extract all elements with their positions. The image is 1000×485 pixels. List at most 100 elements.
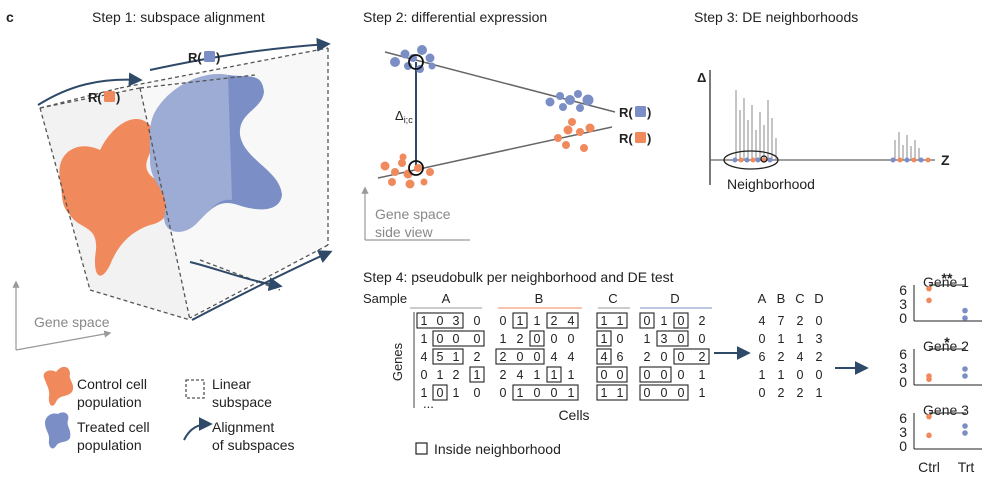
count-cell: 0 [601, 368, 608, 382]
de-spikes [735, 90, 920, 160]
panel-letter: c [6, 9, 14, 25]
r-treated-label: R( [188, 50, 202, 65]
gene-test-title: Gene 2 [923, 338, 969, 354]
pseudobulk-cell: 1 [816, 386, 823, 400]
count-cell: 0 [453, 332, 460, 346]
count-cell: 2 [474, 350, 481, 364]
neighborhood-label: Neighborhood [727, 176, 815, 192]
count-cell: 0 [517, 350, 524, 364]
trt-point [962, 366, 968, 372]
pseudobulk-cell: 2 [797, 314, 804, 328]
count-cell: 0 [421, 368, 428, 382]
neighborhood-box [432, 384, 448, 401]
test-tick-label: 0 [899, 374, 907, 390]
legend-align-2: of subspaces [212, 437, 295, 453]
pseudobulk-header: D [814, 291, 823, 306]
count-cell: 0 [568, 332, 575, 346]
neighborhood-ellipse [723, 150, 779, 170]
count-cell: 0 [678, 368, 685, 382]
neighborhood-box [432, 348, 464, 365]
pseudobulk-header: C [795, 291, 804, 306]
count-cell: 0 [678, 386, 685, 400]
z-dots [732, 157, 931, 163]
legend-control-2: population [77, 394, 142, 410]
step1-title: Step 1: subspace alignment [92, 9, 265, 25]
ctrl-point [926, 413, 932, 420]
count-cell: 4 [568, 314, 575, 328]
pseudobulk-cell: 7 [778, 314, 785, 328]
neighborhood-box [639, 366, 672, 383]
sample-header-a: A [442, 291, 451, 306]
count-cell: 0 [437, 314, 444, 328]
ctrl-point [926, 285, 932, 292]
alignment-arrow-top-left [37, 72, 143, 106]
neighborhood-box [596, 312, 628, 329]
step3-plot: Δ Z Neighborhood [697, 70, 950, 192]
r-treated-label-2: R( [619, 105, 633, 120]
pseudobulk-cell: 0 [816, 368, 823, 382]
trt-point [962, 307, 968, 314]
test-tick-label: 0 [899, 438, 907, 454]
neighborhood-box [546, 312, 579, 329]
step3-title: Step 3: DE neighborhoods [694, 9, 858, 25]
neighborhood-box [596, 330, 612, 347]
count-cell: 2 [699, 314, 706, 328]
count-cell: 1 [601, 386, 608, 400]
trt-point [962, 373, 968, 379]
count-cell: 0 [644, 314, 651, 328]
treated-point-ring [408, 54, 424, 70]
x-label-ctrl: Ctrl [918, 459, 940, 475]
count-cell: 2 [644, 350, 651, 364]
gene-test-title: Gene 1 [923, 274, 969, 290]
significance-stars: ** [942, 270, 953, 286]
treated-square-icon-2 [635, 106, 646, 117]
count-cell: 1 [453, 350, 460, 364]
legend-linear-1: Linear [212, 376, 251, 392]
count-cell: 5 [437, 350, 444, 364]
sample-header-d: D [670, 291, 679, 306]
count-cell: 0 [678, 332, 685, 346]
pseudobulk-cell: 0 [759, 386, 766, 400]
x-label-trt: Trt [958, 459, 975, 475]
step2-diagram: Δi;c R( ) R( ) Gene space side view [361, 45, 651, 241]
sample-header-b: B [535, 291, 544, 306]
count-cell: 1 [453, 386, 460, 400]
count-cell: 1 [551, 368, 558, 382]
count-cell: 1 [534, 368, 541, 382]
count-cell: 1 [517, 314, 524, 328]
matrix-ellipsis: ... [423, 396, 434, 411]
pseudobulk-cell: 0 [816, 314, 823, 328]
control-subspace-line [377, 126, 613, 179]
neighborhood-box [656, 330, 689, 347]
count-cell: 1 [437, 368, 444, 382]
control-point-ring [408, 160, 424, 176]
step3-x-label: Z [941, 152, 950, 168]
genes-label: Genes [390, 342, 405, 381]
linear-subspace-legend-icon [185, 379, 205, 399]
test-tick-label: 6 [899, 346, 907, 362]
count-cell: 0 [644, 386, 651, 400]
neighborhood-box [495, 348, 545, 365]
pseudobulk-cell: 4 [797, 350, 804, 364]
count-cell: 0 [678, 350, 685, 364]
inside-neighborhood-square-icon [415, 442, 428, 455]
neighborhood-box [639, 384, 689, 401]
pseudobulk-cell: 1 [759, 368, 766, 382]
count-cell: 4 [601, 350, 608, 364]
svg-text:): ) [647, 105, 651, 120]
significance-stars: * [944, 334, 950, 350]
test-tick-label: 6 [899, 282, 907, 298]
pseudobulk-header: A [758, 291, 767, 306]
sample-label: Sample [363, 291, 407, 306]
inside-neighborhood-label: Inside neighborhood [434, 441, 561, 457]
neighborhood-box [639, 312, 655, 329]
pseudobulk-cell: 2 [797, 386, 804, 400]
count-cell: 6 [617, 350, 624, 364]
legend-treated-2: population [77, 437, 142, 453]
neighborhood-box [469, 366, 485, 383]
legend-control-1: Control cell [77, 376, 147, 392]
count-cell: 1 [661, 314, 668, 328]
sample-headers: A B C D [410, 291, 712, 309]
count-cell: 0 [437, 386, 444, 400]
